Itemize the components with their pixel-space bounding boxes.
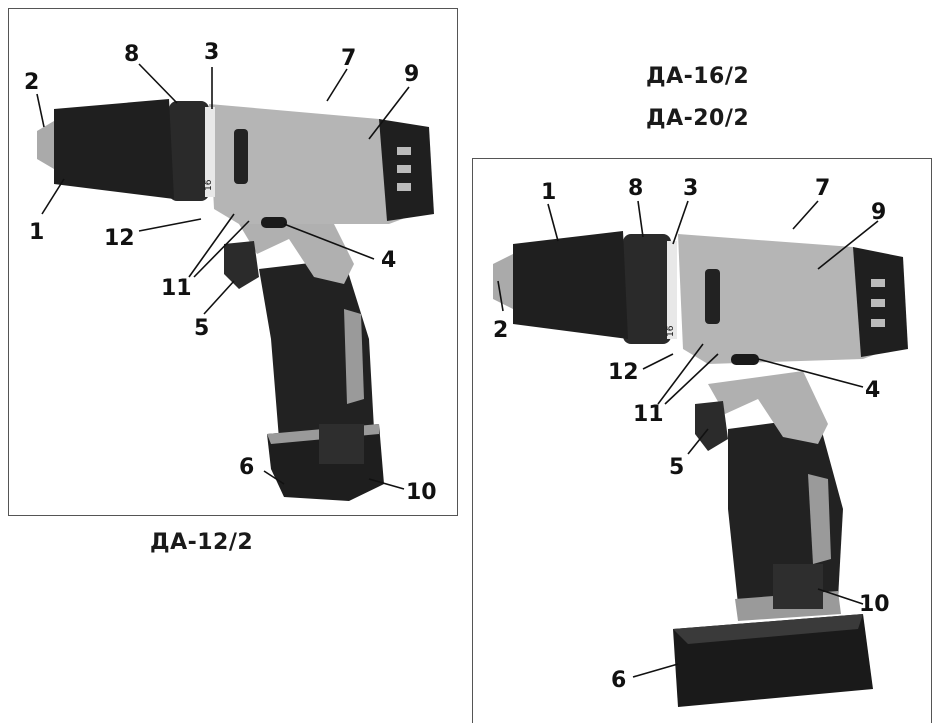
- left-label-12: 12: [104, 226, 135, 251]
- left-chuck: [54, 99, 174, 199]
- right-trigger: [695, 401, 728, 451]
- left-label-8: 8: [124, 42, 139, 67]
- right-drill-illustration: 16 1 2 3 4 5 6 7 8 9 10 11 12: [493, 176, 908, 707]
- right-model-caption-1: ДА-16/2: [646, 64, 750, 89]
- right-label-7: 7: [815, 176, 830, 201]
- left-label-7: 7: [341, 46, 356, 71]
- left-collar-mark: 16: [204, 179, 214, 191]
- left-handle: [259, 259, 374, 439]
- right-body: [678, 234, 903, 364]
- left-figure-panel: 16 1 2 3 4 5 6 7 8 9 10 11 12: [8, 8, 458, 516]
- left-label-10: 10: [406, 480, 437, 505]
- left-label-6: 6: [239, 455, 254, 480]
- left-body-panel: [234, 129, 248, 184]
- left-trigger: [224, 241, 259, 289]
- right-label-11: 11: [633, 402, 664, 427]
- left-label-4: 4: [381, 248, 396, 273]
- right-collar-mark: 16: [666, 325, 676, 337]
- left-label-9: 9: [404, 62, 419, 87]
- left-handle-grey-band: [239, 214, 354, 284]
- left-switch: [261, 217, 287, 228]
- left-body: [209, 104, 429, 224]
- left-label-5: 5: [194, 316, 209, 341]
- right-label-8: 8: [628, 176, 643, 201]
- right-handle-grey-band: [708, 371, 828, 444]
- left-torque-collar: [169, 101, 209, 201]
- left-model-caption: ДА-12/2: [150, 530, 254, 555]
- right-model-caption-2: ДА-20/2: [646, 106, 750, 131]
- right-label-1: 1: [541, 180, 556, 205]
- right-label-10: 10: [859, 592, 890, 617]
- right-label-3: 3: [683, 176, 698, 201]
- left-drill-illustration: 16 1 2 3 4 5 6 7 8 9 10 11 12: [24, 40, 437, 505]
- right-label-5: 5: [669, 455, 684, 480]
- right-switch: [731, 354, 759, 365]
- left-label-3: 3: [204, 40, 219, 65]
- right-label-6: 6: [611, 668, 626, 693]
- left-handle-insert: [344, 309, 364, 404]
- left-label-11: 11: [161, 276, 192, 301]
- left-label-2: 2: [24, 70, 39, 95]
- right-label-2: 2: [493, 318, 508, 343]
- right-torque-collar: [623, 234, 671, 344]
- right-label-12: 12: [608, 360, 639, 385]
- right-label-9: 9: [871, 200, 886, 225]
- left-label-1: 1: [29, 220, 44, 245]
- right-label-4: 4: [865, 378, 880, 403]
- right-figure-panel: 16 1 2 3 4 5 6 7 8 9 10 11 12: [472, 158, 932, 723]
- right-chuck: [513, 231, 628, 339]
